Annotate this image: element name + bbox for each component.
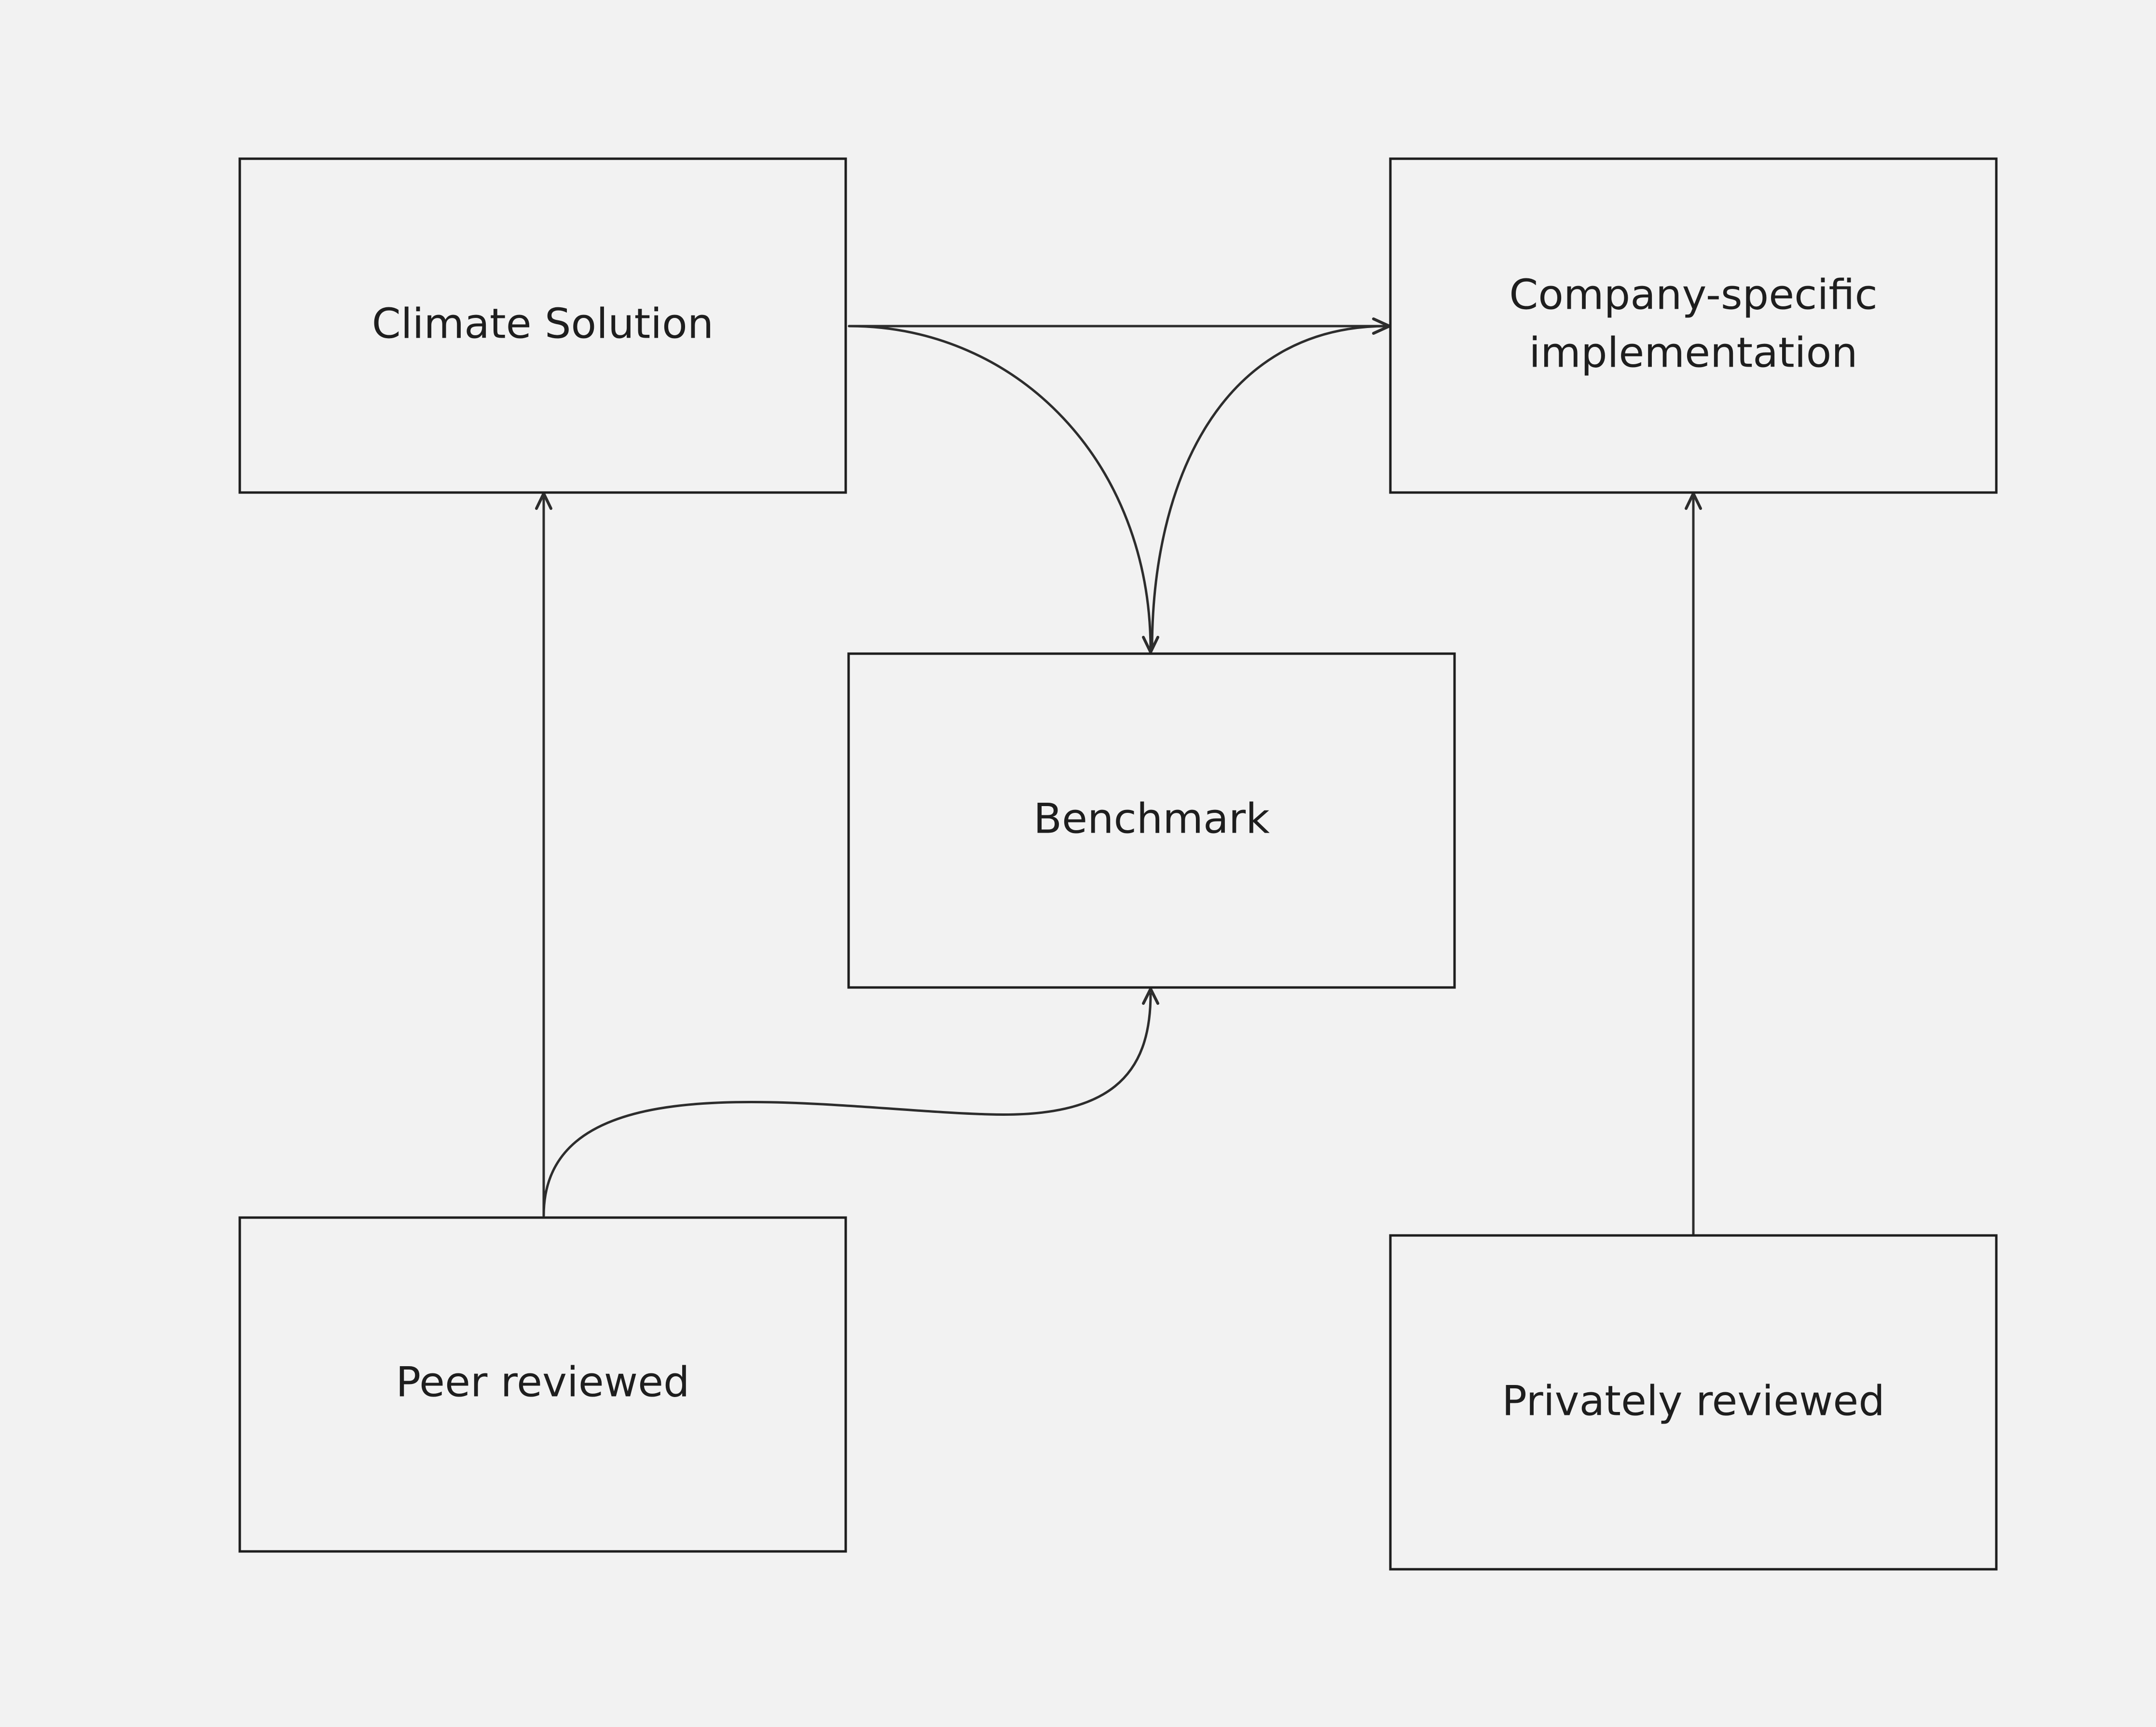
node-climate-solution[interactable]: Climate Solution (238, 157, 847, 494)
edges (535, 317, 1702, 1235)
node-label: Benchmark (1033, 795, 1270, 843)
arrowhead-icon (1142, 636, 1159, 654)
node-label: Peer reviewed (396, 1358, 689, 1406)
node-privately-reviewed[interactable]: Privately reviewed (1389, 1234, 1998, 1571)
node-label-line-1: Company-specific (1509, 271, 1878, 319)
arrowhead-icon (1142, 987, 1159, 1005)
node-label: Climate Solution (372, 300, 714, 348)
edge-peer-to-benchmark[interactable] (542, 992, 1152, 1217)
edge-climate-to-benchmark[interactable] (848, 325, 1152, 652)
edge-benchmark-to-company[interactable] (1151, 325, 1388, 651)
node-label: Privately reviewed (1502, 1377, 1885, 1425)
node-label-line-2: implementation (1529, 329, 1857, 377)
node-company-specific-implementation[interactable]: Company-specific implementation (1389, 157, 1998, 494)
node-peer-reviewed[interactable]: Peer reviewed (238, 1216, 847, 1553)
node-benchmark[interactable]: Benchmark (847, 652, 1456, 989)
